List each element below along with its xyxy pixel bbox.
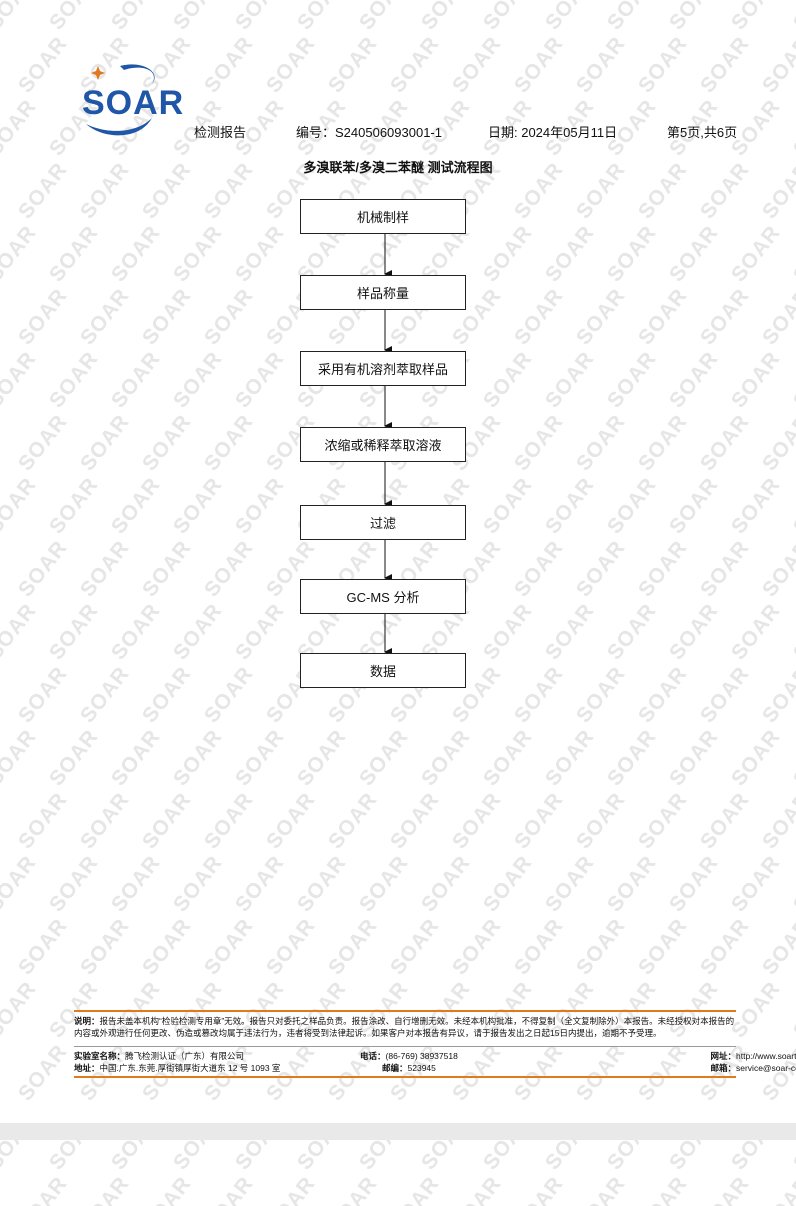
footer-divider [74,1046,736,1047]
watermark-text: SOAR [571,1172,630,1206]
watermark-text: SOAR [385,1172,444,1206]
flowchart: 机械制样 样品称量 采用有机溶剂萃取样品 浓缩或稀释萃取溶液 过滤 GC-MS … [300,199,466,688]
watermark-text: SOAR [44,1140,103,1175]
address: 中国.广东.东莞.厚街镇厚街大道东 12 号 1093 室 [99,1063,281,1073]
watermark-text: SOAR [168,1140,227,1175]
watermark-text: SOAR [199,1172,258,1206]
flow-step-data: 数据 [300,653,466,688]
footer-top-rule [74,1010,736,1012]
watermark-text: SOAR [664,1140,723,1175]
page-indicator: 第5页,共6页 [667,125,738,140]
watermark-text: SOAR [261,1172,320,1206]
footer-contact-row-1: 实验室名称：腾飞检测认证（广东）有限公司 电话：(86-769) 3893751… [74,1050,796,1062]
star-icon [91,66,105,80]
footer-contact-row-2: 地址：中国.广东.东莞.厚街镇厚街大道东 12 号 1093 室 邮编：5239… [74,1062,796,1074]
watermark-text: SOAR [726,1140,785,1175]
watermark-text: SOAR [788,1140,796,1175]
logo-swoosh-icon [86,64,155,136]
lab-name: 腾飞检测认证（广东）有限公司 [125,1051,245,1061]
watermark-text: SOAR [602,1140,661,1175]
watermark-text: SOAR [695,1172,754,1206]
flow-step-filtration: 过滤 [300,505,466,540]
report-header: 检测报告 编号：S240506093001-1 日期: 2024年05月11日 … [0,122,796,142]
report-date: 日期: 2024年05月11日 [488,125,618,140]
flow-step-solvent-extraction: 采用有机溶剂萃取样品 [300,351,466,386]
footer-disclaimer: 说明：报告未盖本机构“检验检测专用章”无效。报告只对委托之样品负责。报告涂改、自… [74,1016,735,1038]
watermark-text: SOAR [75,1172,134,1206]
email-link[interactable]: service@soar-cert.com [736,1063,796,1073]
watermark-text: SOAR [323,1172,382,1206]
flow-step-mechanical-sampling: 机械制样 [300,199,466,234]
watermark-text: SOAR [757,1172,796,1206]
flowchart-arrows [384,234,392,656]
watermark-text: SOAR [447,1172,506,1206]
postcode: 523945 [407,1063,436,1073]
flow-step-sample-weighing: 样品称量 [300,275,466,310]
flow-step-gcms-analysis: GC-MS 分析 [300,579,466,614]
watermark-text: SOAR [416,1140,475,1175]
watermark-text: SOAR [478,1140,537,1175]
watermark-text: SOAR [292,1140,351,1175]
website-link[interactable]: http://www.soartestlab.com [736,1051,796,1061]
phone-number: (86-769) 38937518 [385,1051,458,1061]
watermark-text: SOAR [106,1140,165,1175]
flow-step-concentrate-dilute: 浓缩或稀释萃取溶液 [300,427,466,462]
logo-text: SOAR [82,84,185,122]
report-label: 检测报告 [194,125,247,140]
watermark-text: SOAR [137,1172,196,1206]
page-title: 多溴联苯/多溴二苯醚 测试流程图 [303,160,493,175]
report-footer: 说明：报告未盖本机构“检验检测专用章”无效。报告只对委托之样品负责。报告涂改、自… [74,1010,796,1078]
watermark-text: SOAR [633,1172,692,1206]
footer-bottom-rule [74,1076,736,1078]
soar-logo: SOAR [80,60,188,140]
watermark-text: SOAR [509,1172,568,1206]
watermark-text: SOAR [0,1140,41,1175]
report-number: 编号：S240506093001-1 [296,125,442,140]
watermark-text: SOAR [354,1140,413,1175]
watermark-text: SOAR [540,1140,599,1175]
watermark-text: SOAR [13,1172,72,1206]
watermark-text: SOAR [230,1140,289,1175]
